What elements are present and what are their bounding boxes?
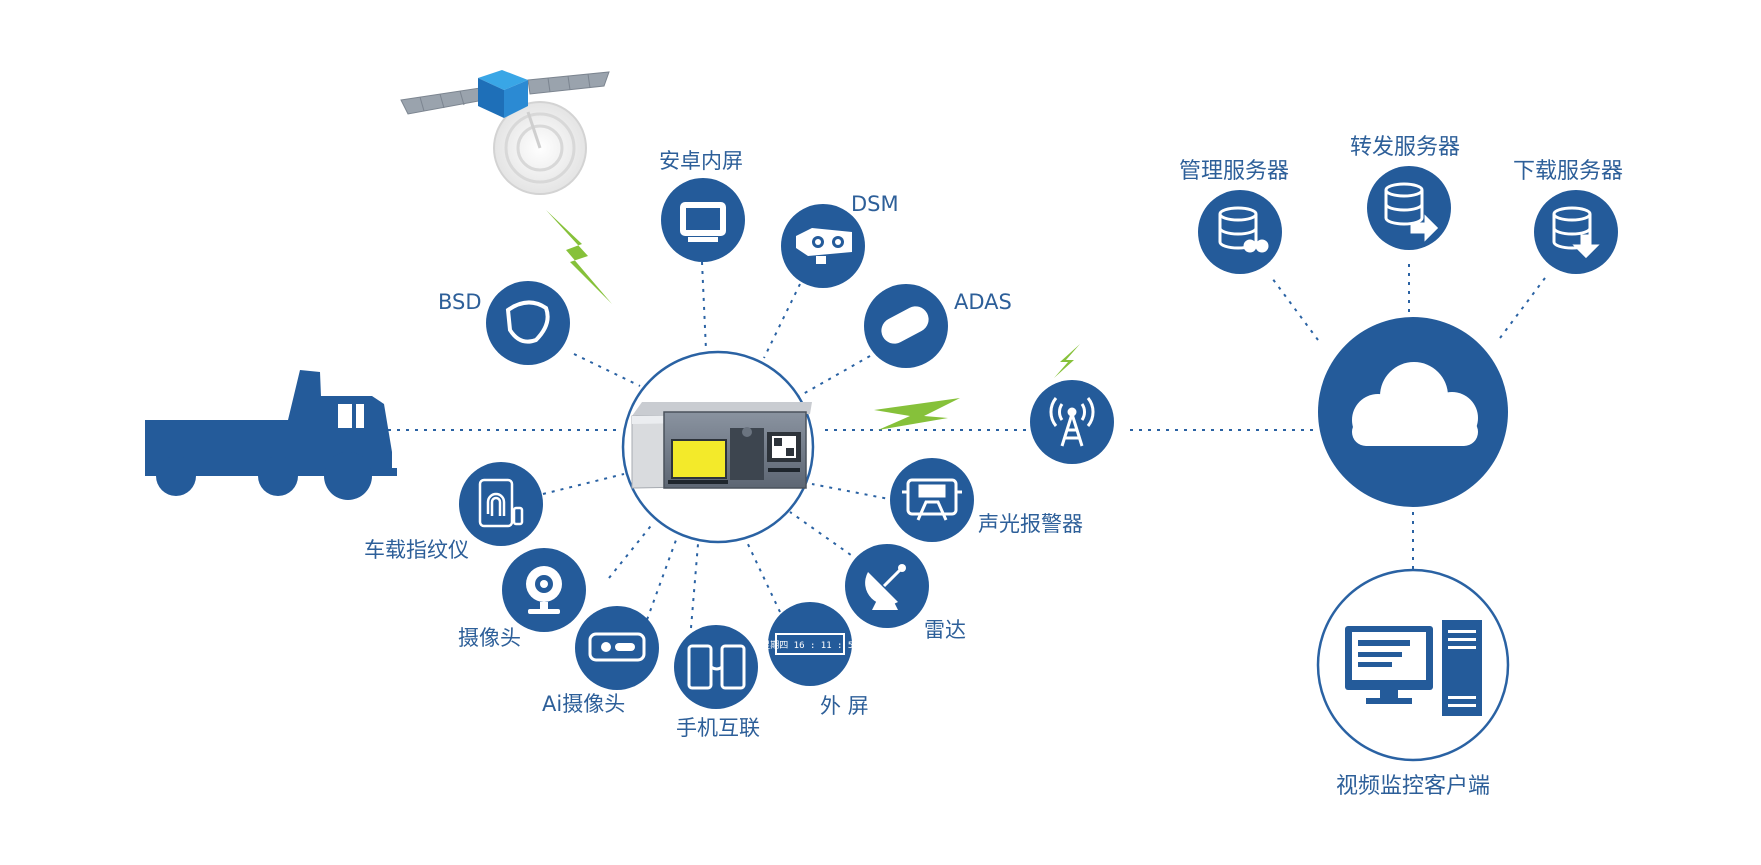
camera-label: 摄像头 [458,628,521,649]
link-cloud-download [1500,278,1545,338]
link-fingerprint [543,474,624,494]
cloud-node[interactable] [1318,317,1508,507]
fingerprint-node[interactable] [459,462,543,546]
dsm-label: DSM [851,194,899,215]
external-screen-node[interactable]: 星期四 16 : 11 : 55 [761,602,858,686]
management-server-node[interactable] [1198,190,1282,274]
link-alarm [812,484,894,500]
link-ai-camera [644,540,676,628]
truck-icon [145,370,397,500]
radar-node[interactable] [845,544,929,628]
adas-node[interactable] [864,284,948,368]
fingerprint-label: 车载指纹仪 [364,540,469,561]
link-radar [790,512,858,560]
alarm-node[interactable] [890,458,974,542]
ai-camera-label: Ai摄像头 [542,694,625,715]
management-server-label: 管理服务器 [1179,161,1289,183]
link-adas [796,356,870,398]
link-bsd [574,354,640,386]
phone-link-label: 手机互联 [676,718,760,739]
dsm-node[interactable] [781,204,865,288]
download-server-label: 下载服务器 [1513,161,1623,183]
camera-node[interactable] [502,548,586,632]
android-screen-node[interactable] [661,178,745,262]
external-screen-clock: 星期四 16 : 11 : 55 [761,640,858,651]
external-screen-label: 外 屏 [820,696,869,717]
forwarding-server-label: 转发服务器 [1350,137,1460,159]
ai-camera-node[interactable] [575,606,659,690]
link-camera [609,522,654,578]
client-label: 视频监控客户端 [1336,776,1490,798]
link-android-screen [702,262,706,350]
phone-link-node[interactable] [674,625,758,709]
cell-tower-node[interactable] [1030,380,1114,464]
android-screen-label: 安卓内屏 [659,151,743,172]
link-phone [691,544,698,628]
monitor-icon [680,202,726,242]
alarm-label: 声光报警器 [978,514,1083,535]
download-server-node[interactable] [1534,190,1618,274]
satellite-icon [401,70,609,194]
forwarding-server-node[interactable] [1367,166,1451,250]
radar-label: 雷达 [924,620,966,641]
dvr-device-node[interactable] [623,352,813,542]
bsd-label: BSD [438,292,482,313]
client-node[interactable] [1318,570,1508,760]
bsd-node[interactable] [486,281,570,365]
adas-label: ADAS [954,292,1012,313]
link-dsm [764,284,800,358]
link-cloud-management [1272,278,1318,340]
link-external-screen [746,540,780,612]
